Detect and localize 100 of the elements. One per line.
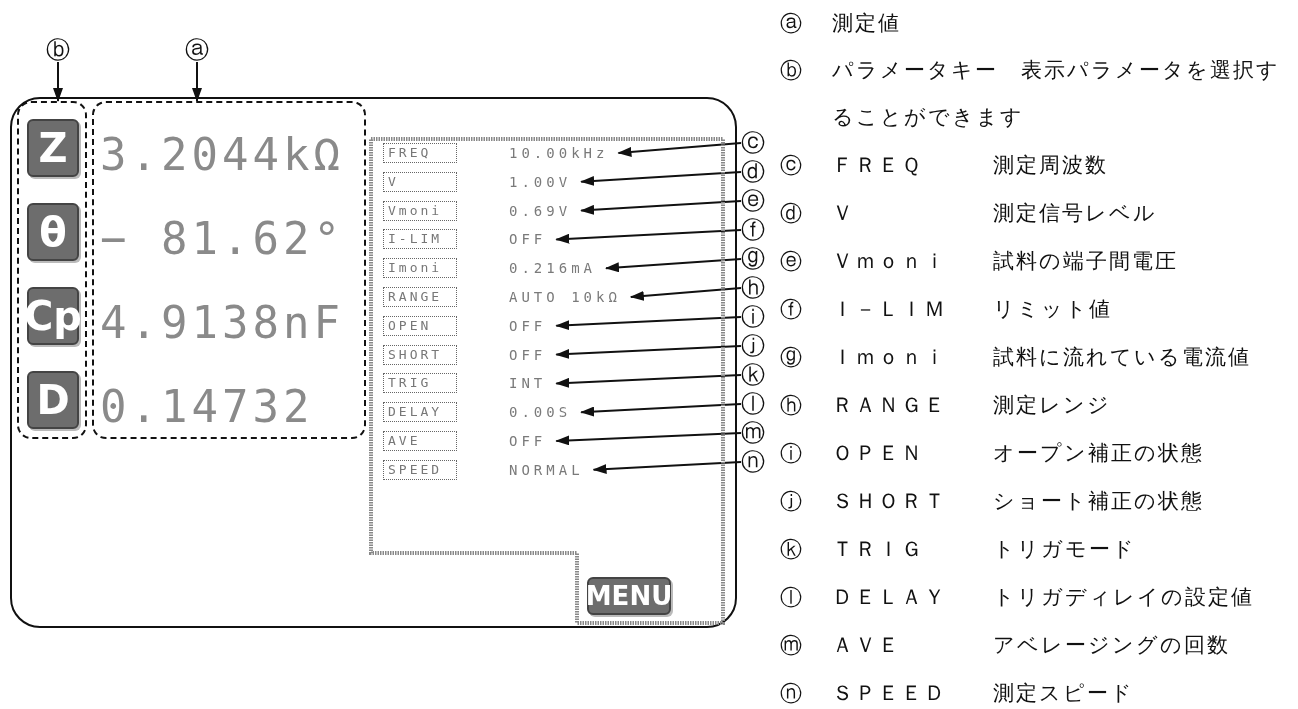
- description-text: ＤＥＬＡＹ: [832, 584, 947, 611]
- callout-letter: ⓔ: [741, 189, 765, 213]
- setting-name: FREQ: [383, 143, 457, 163]
- callout-letter: ⓐ: [185, 38, 209, 62]
- callout-letter: ⓖ: [741, 247, 765, 271]
- callout-letter: ⓜ: [780, 632, 802, 660]
- callout-letter: ⓚ: [780, 536, 802, 564]
- arrow: [617, 142, 742, 157]
- parameter-key: D: [27, 371, 79, 429]
- description-text: ＲＡＮＧＥ: [832, 392, 947, 419]
- arrow: [555, 229, 742, 244]
- setting-value: AUTO 10kΩ: [509, 287, 631, 307]
- arrow: [555, 432, 742, 446]
- description-text: ＴＲＩＧ: [832, 536, 924, 563]
- description-text: ＳＰＥＥＤ: [832, 680, 947, 707]
- description-text: オープン補正の状態: [993, 440, 1204, 467]
- callout-letter: ⓖ: [780, 344, 802, 372]
- parameter-key: θ: [27, 203, 79, 261]
- setting-name: V: [383, 171, 457, 192]
- dashed-outline: [17, 101, 87, 439]
- callout-letter: ⓛ: [780, 584, 802, 612]
- callout-letter: ⓑ: [780, 57, 802, 85]
- description-text: アベレージングの回数: [993, 632, 1230, 659]
- description-text: ＦＲＥＱ: [832, 152, 922, 179]
- callout-letter: ⓘ: [741, 305, 765, 329]
- setting-value: OFF: [509, 229, 557, 250]
- callout-letter: ⓒ: [780, 152, 802, 180]
- callout-letter: ⓜ: [741, 421, 765, 445]
- arrow: [192, 61, 202, 102]
- description-text: 測定値: [832, 10, 901, 37]
- callout-letter: ⓛ: [741, 392, 765, 416]
- setting-value: NORMAL: [509, 459, 594, 480]
- description-text: 測定レンジ: [993, 392, 1111, 419]
- description-text: パラメータキー 表示パラメータを選択することができます: [832, 57, 1281, 131]
- description-text: 試料に流れている電流値: [993, 344, 1251, 371]
- callout-letter: ⓘ: [780, 440, 802, 468]
- setting-value: OFF: [509, 315, 557, 336]
- callout-letter: ⓗ: [741, 276, 765, 300]
- dashed-outline: [92, 101, 366, 439]
- callout-letter: ⓙ: [780, 488, 802, 516]
- parameter-key: Z: [27, 119, 79, 177]
- description-text: リミット値: [993, 296, 1112, 323]
- settings-panel: [369, 137, 725, 625]
- setting-name: TRIG: [383, 373, 457, 394]
- setting-value: INT: [509, 373, 557, 394]
- arrow: [580, 200, 742, 215]
- description-text: トリガディレイの設定値: [993, 584, 1254, 611]
- setting-name: Vmoni: [383, 200, 457, 221]
- arrow: [555, 374, 742, 388]
- setting-name: SHORT: [383, 344, 457, 365]
- callout-letter: ⓒ: [741, 131, 765, 155]
- description-text: Ｖｍｏｎｉ: [832, 248, 947, 275]
- callout-letter: ⓓ: [741, 160, 765, 184]
- setting-name: I-LIM: [383, 229, 457, 250]
- description-text: Ｖ: [832, 200, 855, 227]
- setting-value: OFF: [509, 431, 557, 451]
- measured-value: 4.9138nF: [100, 301, 346, 345]
- setting-name: OPEN: [383, 315, 457, 336]
- description-text: 測定スピード: [993, 680, 1134, 707]
- arrow: [580, 403, 742, 417]
- arrow: [592, 461, 742, 475]
- description-text: ＡＶＥ: [832, 632, 901, 659]
- parameter-key: Cp: [27, 287, 79, 345]
- description-text: Ｉｍｏｎｉ: [832, 344, 947, 371]
- description-text: 試料の端子間電圧: [993, 248, 1178, 275]
- description-text: ＯＰＥＮ: [832, 440, 924, 467]
- callout-letter: ⓑ: [46, 38, 70, 62]
- setting-name: AVE: [383, 431, 457, 451]
- measured-value: 0.14732: [100, 385, 316, 429]
- callout-letter: ⓝ: [780, 680, 802, 708]
- parameter-key: MENU: [587, 577, 671, 615]
- display-screen: [10, 97, 737, 628]
- callout-letter: ⓓ: [780, 200, 802, 228]
- setting-name: DELAY: [383, 402, 457, 423]
- callout-letter: ⓕ: [741, 218, 765, 242]
- description-text: Ｉ－ＬＩＭ: [832, 296, 947, 323]
- callout-letter: ⓙ: [741, 334, 765, 358]
- arrow: [53, 61, 63, 102]
- setting-value: 0.00S: [509, 402, 582, 423]
- description-text: 測定周波数: [993, 152, 1108, 179]
- setting-name: Imoni: [383, 258, 457, 279]
- callout-letter: ⓚ: [741, 363, 765, 387]
- description-text: 測定信号レベル: [993, 200, 1157, 227]
- callout-letter: ⓗ: [780, 392, 802, 420]
- setting-name: SPEED: [383, 459, 457, 480]
- description-text: ＳＨＯＲＴ: [832, 488, 947, 515]
- arrow: [555, 316, 742, 331]
- setting-value: 1.00V: [509, 171, 582, 192]
- setting-value: OFF: [509, 344, 557, 365]
- setting-value: 10.00kHz: [509, 143, 619, 163]
- measured-value: 3.2044kΩ: [100, 133, 346, 177]
- callout-letter: ⓔ: [780, 248, 802, 276]
- arrow: [555, 345, 742, 359]
- measured-value: − 81.62°: [100, 217, 346, 261]
- setting-value: 0.69V: [509, 200, 582, 221]
- callout-letter: ⓝ: [741, 450, 765, 474]
- description-text: トリガモード: [993, 536, 1136, 563]
- callout-letter: ⓐ: [780, 10, 802, 38]
- callout-letter: ⓕ: [780, 296, 802, 324]
- setting-value: 0.216mA: [509, 258, 606, 279]
